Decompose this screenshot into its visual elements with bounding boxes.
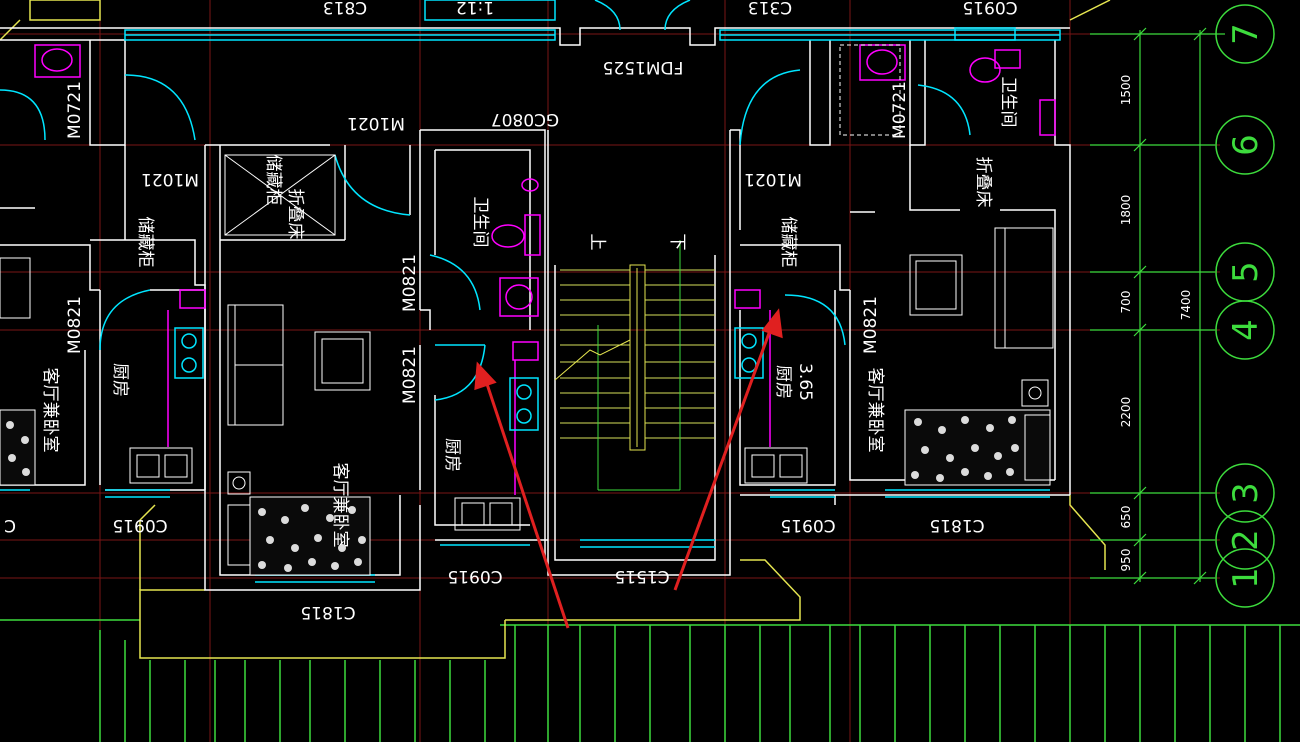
furniture xyxy=(0,44,1054,531)
label-storage-left: 储藏柜 xyxy=(263,155,283,206)
label-m0721-right: M0721 xyxy=(890,81,910,139)
axis-label-3: 3 xyxy=(1226,482,1266,504)
dim-700: 700 xyxy=(1119,291,1133,314)
label-c0915-left: C0915 xyxy=(112,515,167,535)
dim-1500: 1500 xyxy=(1119,75,1133,106)
label-kitchen-right-area: 3.65 xyxy=(795,363,815,401)
axis-bubble-2 xyxy=(1215,510,1275,570)
label-living-bedroom-center: 客厅兼卧室 xyxy=(330,463,350,548)
axis-bubble-1 xyxy=(1215,548,1275,608)
axis-label-2: 2 xyxy=(1226,529,1266,551)
label-living-bedroom-left: 客厅兼卧室 xyxy=(40,368,60,453)
windows-doors xyxy=(0,0,1061,583)
label-m0821-right: M0821 xyxy=(861,296,881,354)
label-top-small: 1:12 xyxy=(456,0,494,17)
axis-bubble-7 xyxy=(1215,4,1275,64)
label-c0915-top: C0915 xyxy=(962,0,1017,17)
axis-label-5: 5 xyxy=(1226,261,1266,283)
label-kitchen-left: 厨房 xyxy=(110,363,130,397)
label-c313: C313 xyxy=(748,0,792,17)
label-c1815-center: C1815 xyxy=(300,602,355,622)
arrow-head-right xyxy=(761,308,783,339)
label-fdm1525: FDM1525 xyxy=(603,57,684,77)
axis-bubble-3 xyxy=(1215,463,1275,523)
label-folding-bed-right: 折叠床 xyxy=(973,157,993,208)
annotation-arrow-left xyxy=(483,377,570,629)
label-gc0807: GC0807 xyxy=(491,109,559,129)
label-m1021-center: M1021 xyxy=(347,113,405,133)
label-c1815-right: C1815 xyxy=(929,515,984,535)
label-kitchen-right: 厨房 xyxy=(773,365,793,399)
label-stair-up: 上 xyxy=(587,234,607,251)
axis-bubble-4 xyxy=(1215,300,1275,360)
bed-pattern xyxy=(6,416,1019,572)
axis-label-1: 1 xyxy=(1226,567,1266,589)
ground-hatch xyxy=(0,619,1300,742)
axis-label-7: 7 xyxy=(1226,23,1266,45)
dim-2200: 2200 xyxy=(1119,397,1133,428)
label-m0821-center-a: M0821 xyxy=(400,254,420,312)
stair-treads xyxy=(554,240,715,491)
label-c-edge: C xyxy=(4,515,16,535)
label-m1021-left: M1021 xyxy=(141,169,199,189)
axis-bubble-6 xyxy=(1215,115,1275,175)
label-m0721-left: M0721 xyxy=(65,81,85,139)
label-storage-left-outer: 储藏柜 xyxy=(135,217,155,268)
dim-950: 950 xyxy=(1119,549,1133,572)
balconies xyxy=(0,0,1111,659)
label-m0821-left: M0821 xyxy=(65,296,85,354)
cooktops xyxy=(174,327,764,431)
axis-bubbles xyxy=(1215,4,1275,608)
dim-650: 650 xyxy=(1119,506,1133,529)
label-m1021-right: M1021 xyxy=(744,169,802,189)
label-c0915-center: C0915 xyxy=(447,566,502,586)
annotation-arrow-right xyxy=(673,324,774,591)
label-bathroom-right-top: 卫生间 xyxy=(998,77,1018,128)
label-c0915-right: C0915 xyxy=(780,515,835,535)
label-bathroom-center: 卫生间 xyxy=(470,197,490,248)
label-storage-right: 储藏柜 xyxy=(778,217,798,268)
label-stair-down: 下 xyxy=(667,234,687,251)
dim-7400: 7400 xyxy=(1179,290,1193,321)
beds xyxy=(0,409,1051,576)
label-m0821-center-b: M0821 xyxy=(400,346,420,404)
arrow-head-left xyxy=(474,361,497,391)
dim-1800: 1800 xyxy=(1119,195,1133,226)
annotation-arrows xyxy=(474,308,783,629)
label-folding-bed-left: 折叠床 xyxy=(285,189,305,240)
fixtures xyxy=(34,44,1056,495)
axis-label-6: 6 xyxy=(1226,134,1266,156)
axis-label-4: 4 xyxy=(1226,319,1266,341)
label-living-bedroom-right: 客厅兼卧室 xyxy=(865,368,885,453)
dimension-lines xyxy=(1090,27,1225,585)
label-c1515: C1515 xyxy=(614,566,669,586)
label-kitchen-center: 厨房 xyxy=(442,438,462,472)
label-c813: C813 xyxy=(323,0,367,17)
